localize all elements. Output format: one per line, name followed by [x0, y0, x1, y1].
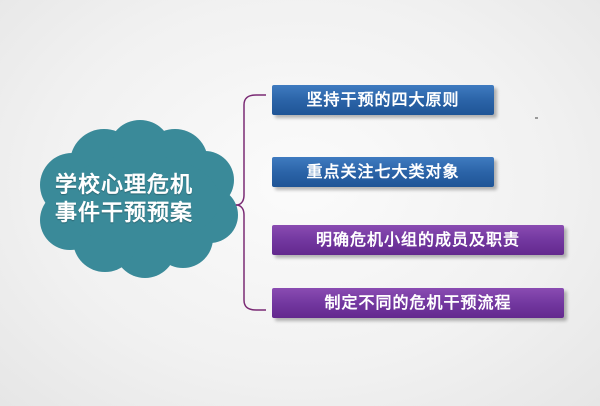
stray-dot [535, 117, 538, 119]
branch-box-targets: 重点关注七大类对象 [272, 157, 494, 187]
central-topic-line-2: 事件干预预案 [54, 201, 193, 226]
central-cloud [40, 120, 238, 278]
branch-label-principles: 坚持干预的四大原则 [306, 90, 460, 109]
bracket-connector [235, 94, 266, 311]
branch-label-team: 明确危机小组的成员及职责 [315, 230, 520, 249]
branch-box-principles: 坚持干预的四大原则 [272, 85, 494, 115]
central-topic-title: 学校心理危机 事件干预预案 [40, 172, 208, 228]
central-topic-line-1: 学校心理危机 [54, 173, 193, 198]
branch-box-team: 明确危机小组的成员及职责 [272, 225, 564, 255]
branch-box-procedures: 制定不同的危机干预流程 [272, 288, 564, 318]
branch-label-procedures: 制定不同的危机干预流程 [324, 293, 512, 312]
branch-label-targets: 重点关注七大类对象 [306, 162, 460, 181]
